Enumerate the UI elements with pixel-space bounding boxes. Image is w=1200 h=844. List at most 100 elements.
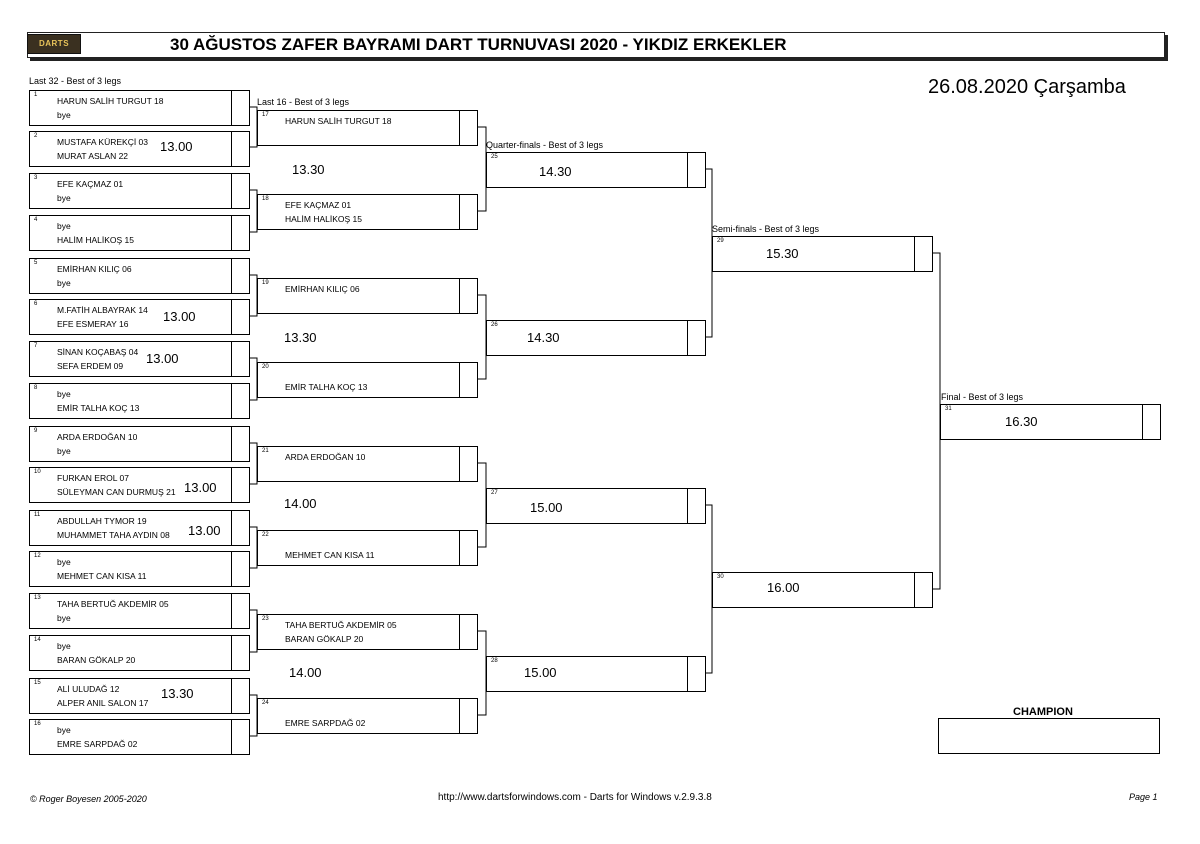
match-22: 22 MEHMET CAN KISA 11 [257,530,478,566]
darts-logo: DARTS [27,34,81,54]
match-9: 9 ARDA ERDOĞAN 10 bye [29,426,250,462]
match-number: 12 [34,553,41,559]
match-time: 13.00 [184,480,217,495]
match-time: 14.00 [289,665,322,680]
player-name: bye [57,557,71,567]
match-time: 13.00 [188,523,221,538]
match-time: 13.30 [292,162,325,177]
footer-url: http://www.dartsforwindows.com - Darts f… [438,792,712,803]
match-number: 4 [34,217,38,223]
match-time: 13.30 [161,686,194,701]
match-29: 29 15.30 [712,236,933,272]
match-6: 6 M.FATİH ALBAYRAK 14 EFE ESMERAY 16 13.… [29,299,250,335]
score-box [231,216,249,250]
player-name: ARDA ERDOĞAN 10 [285,452,366,462]
match-13: 13 TAHA BERTUĞ AKDEMİR 05 bye [29,593,250,629]
player-name: M.FATİH ALBAYRAK 14 [57,305,148,315]
match-time: 14.30 [527,330,560,345]
score-box [459,195,477,229]
player-name: MEHMET CAN KISA 11 [57,571,147,581]
match-11: 11 ABDULLAH TYMOR 19 MUHAMMET TAHA AYDIN… [29,510,250,546]
player-name: HALİM HALİKOŞ 15 [57,235,135,245]
player-name: ALİ ULUDAĞ 12 [57,684,120,694]
round-label-last32: Last 32 - Best of 3 legs [29,76,122,86]
player-name: bye [57,110,71,120]
match-number: 1 [34,92,38,98]
player-name: bye [57,725,71,735]
match-time: 13.00 [146,351,179,366]
score-box [231,91,249,125]
match-30: 30 16.00 [712,572,933,608]
score-box [231,300,249,334]
match-1: 1 HARUN SALİH TURGUT 18 bye [29,90,250,126]
match-time: 15.30 [766,246,799,261]
match-time: 15.00 [524,665,557,680]
match-19: 19 EMİRHAN KILIÇ 06 [257,278,478,314]
match-number: 18 [262,196,269,202]
match-time: 13.00 [163,309,196,324]
match-number: 22 [262,532,269,538]
match-number: 29 [717,238,724,244]
match-number: 25 [491,154,498,160]
match-number: 5 [34,260,38,266]
score-box [687,657,705,691]
match-25: 25 14.30 [486,152,706,188]
player-name: ARDA ERDOĞAN 10 [57,432,138,442]
match-number: 8 [34,385,38,391]
match-time: 16.00 [767,580,800,595]
match-number: 2 [34,133,38,139]
title-bar [27,32,1165,58]
match-number: 28 [491,658,498,664]
score-box [914,573,932,607]
match-number: 11 [34,512,41,518]
score-box [459,447,477,481]
match-number: 24 [262,700,269,706]
player-name: SÜLEYMAN CAN DURMUŞ 21 [57,487,176,497]
score-box [459,699,477,733]
match-number: 10 [34,469,41,475]
score-box [231,636,249,670]
match-12: 12 bye MEHMET CAN KISA 11 [29,551,250,587]
score-box [231,511,249,545]
player-name: bye [57,278,71,288]
player-name: HALİM HALİKOŞ 15 [285,214,363,224]
player-name: bye [57,641,71,651]
match-time: 15.00 [530,500,563,515]
match-28: 28 15.00 [486,656,706,692]
player-name: FURKAN EROL 07 [57,473,129,483]
tournament-date: 26.08.2020 Çarşamba [928,76,1126,98]
player-name: MURAT ASLAN 22 [57,151,129,161]
match-number: 17 [262,112,269,118]
match-number: 31 [945,406,952,412]
player-name: MEHMET CAN KISA 11 [285,550,375,560]
match-number: 7 [34,343,38,349]
player-name: EMRE SARPDAĞ 02 [285,718,366,728]
match-7: 7 SİNAN KOÇABAŞ 04 SEFA ERDEM 09 13.00 [29,341,250,377]
match-time: 14.00 [284,496,317,511]
player-name: bye [57,446,71,456]
score-box [231,720,249,754]
match-3: 3 EFE KAÇMAZ 01 bye [29,173,250,209]
score-box [231,132,249,166]
score-box [231,594,249,628]
player-name: bye [57,221,71,231]
player-name: EMİRHAN KILIÇ 06 [57,264,132,274]
match-time: 13.00 [160,139,193,154]
match-17: 17 HARUN SALİH TURGUT 18 [257,110,478,146]
player-name: ABDULLAH TYMOR 19 [57,516,147,526]
player-name: MUSTAFA KÜREKÇİ 03 [57,137,149,147]
player-name: EMRE SARPDAĞ 02 [57,739,138,749]
player-name: bye [57,193,71,203]
match-number: 23 [262,616,269,622]
round-label-semi: Semi-finals - Best of 3 legs [712,224,820,234]
score-box [459,279,477,313]
match-26: 26 14.30 [486,320,706,356]
score-box [231,468,249,502]
score-box [459,615,477,649]
match-number: 16 [34,721,41,727]
match-10: 10 FURKAN EROL 07 SÜLEYMAN CAN DURMUŞ 21… [29,467,250,503]
player-name: bye [57,613,71,623]
match-number: 21 [262,448,269,454]
match-time: 13.30 [284,330,317,345]
match-27: 27 15.00 [486,488,706,524]
